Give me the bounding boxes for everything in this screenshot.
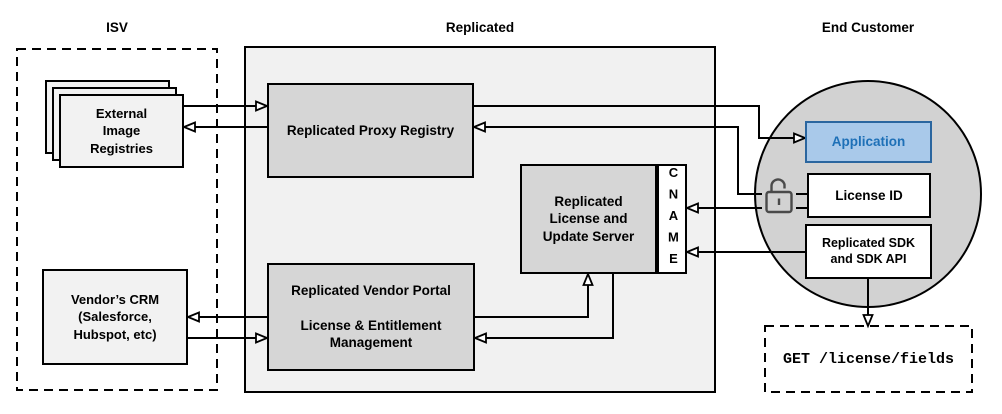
replicated-sdk-node: Replicated SDK and SDK API	[805, 224, 932, 279]
edge-portal-to-update-server	[475, 271, 594, 318]
edge-portal-to-crm	[185, 311, 267, 323]
vendors-crm-node: Vendor’s CRM (Salesforce, Hubspot, etc)	[42, 269, 188, 365]
get-endpoint-container	[764, 325, 973, 393]
replicated-vendor-portal-node: Replicated Vendor Portal License & Entit…	[267, 263, 475, 371]
end-customer-section-title: End Customer	[821, 20, 915, 35]
edge-license-to-cname	[684, 202, 762, 214]
application-node: Application	[805, 121, 932, 163]
edge-update-server-to-portal	[472, 274, 614, 344]
unlock-icon	[765, 178, 793, 214]
license-id-node: License ID	[807, 173, 931, 218]
lock-connector-stubs	[796, 193, 807, 209]
edge-license-to-proxy	[471, 121, 762, 195]
edge-crm-to-portal	[188, 332, 270, 344]
cname-strip: CNAME	[657, 164, 687, 274]
replicated-proxy-registry-node: Replicated Proxy Registry	[267, 83, 474, 178]
edge-proxy-to-registries	[181, 121, 267, 133]
isv-section-title: ISV	[106, 20, 128, 35]
replicated-license-update-server-node: Replicated License and Update Server	[520, 164, 657, 274]
edge-sdk-to-cname	[684, 246, 805, 258]
edge-sdk-to-get-endpoint	[862, 279, 874, 329]
get-license-fields-endpoint: GET /license/fields	[782, 350, 955, 368]
edge-registries-to-proxy	[184, 100, 270, 112]
replicated-section-title: Replicated	[445, 20, 515, 35]
edge-proxy-to-application	[474, 105, 808, 144]
external-image-registries-node: External Image Registries	[59, 94, 184, 168]
